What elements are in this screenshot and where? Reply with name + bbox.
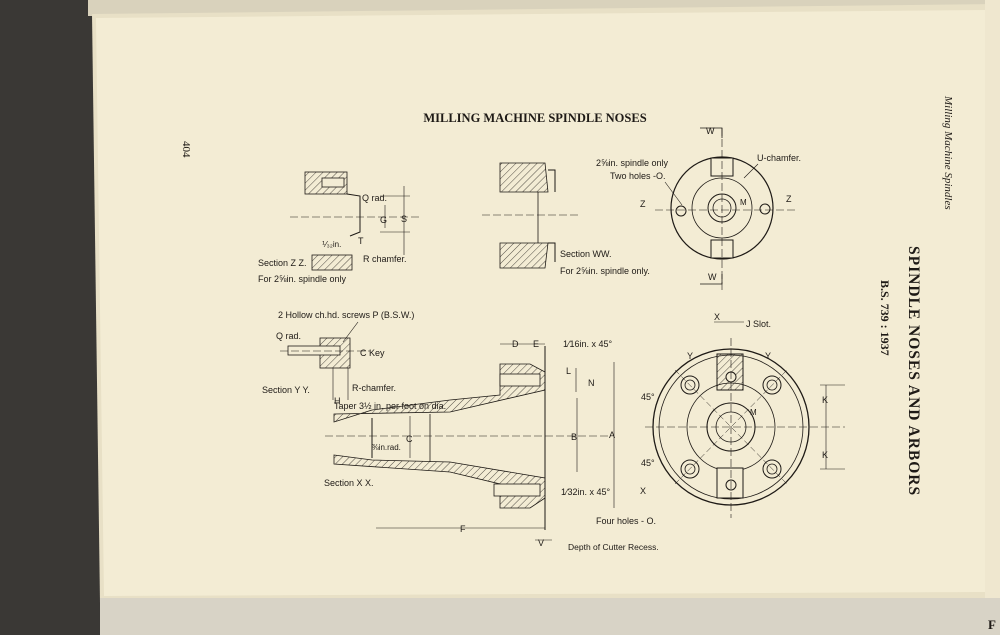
label-depth: Depth of Cutter Recess. xyxy=(568,542,659,552)
label-b: B xyxy=(571,432,577,442)
note-spindle: 2⅝in. spindle only xyxy=(596,158,669,168)
label-r-chamfer: R-chamfer. xyxy=(352,383,396,393)
section-xx-figure: Taper 3½ in. per foot on dia. ⅜in.rad. C… xyxy=(324,339,659,552)
lower-screw-hole xyxy=(493,483,541,497)
label-d: D xyxy=(512,339,519,349)
screw-hole xyxy=(321,177,345,188)
label-q-rad: Q rad. xyxy=(362,193,387,203)
label-45-lower: 45° xyxy=(641,458,655,468)
bolt-hole xyxy=(680,375,700,395)
caption-section-ww: Section WW. xyxy=(560,249,612,259)
screw xyxy=(287,345,341,356)
label-m: M xyxy=(740,198,747,207)
hatched-upper-body xyxy=(333,363,546,423)
section-ww-figure: Section WW. For 2⅝in. spindle only. xyxy=(482,162,650,276)
label-z-right: Z xyxy=(786,194,792,204)
bolt-hole-inner xyxy=(766,379,778,391)
hatched-base xyxy=(311,254,353,271)
bolt-hole-inner xyxy=(684,379,696,391)
standard-reference: B.S. 739 : 1937 xyxy=(878,280,892,356)
label-taper: Taper 3½ in. per foot on dia. xyxy=(334,401,446,411)
bolt-hole-inner xyxy=(766,463,778,475)
bolt-hole-inner xyxy=(684,463,696,475)
label-u-chamfer: U-chamfer. xyxy=(757,153,801,163)
section-zz-figure: Q rad. G S T ⅟₃₂in. R chamfer. Section Z… xyxy=(258,171,420,284)
label-small: ⅟₃₂in. xyxy=(322,240,341,249)
section-arrow xyxy=(700,127,723,138)
label-w-bottom: W xyxy=(708,272,717,282)
label-rad: ⅜in.rad. xyxy=(372,443,401,452)
caption-section-yy: Section Y Y. xyxy=(262,385,310,395)
note-holes: Two holes -O. xyxy=(610,171,666,181)
bolt-hole xyxy=(762,459,782,479)
slot-screw xyxy=(725,479,737,491)
caption-section-xx: Section X X. xyxy=(324,478,374,488)
profile-line xyxy=(346,193,361,237)
label-s: S xyxy=(401,214,407,224)
label-x-top: X xyxy=(714,312,720,322)
label-z-left: Z xyxy=(640,199,646,209)
label-c: C xyxy=(406,434,413,444)
hole-left xyxy=(675,205,687,217)
profile-line xyxy=(548,242,556,262)
end-view-bottom-figure: X J Slot. Y Y K K M 45° 45° X xyxy=(640,312,845,518)
label-v: V xyxy=(538,538,544,548)
label-k-upper: K xyxy=(822,395,828,405)
label-e: E xyxy=(533,339,539,349)
side-heading: SPINDLE NOSES AND ARBORS xyxy=(905,246,922,496)
label-f: F xyxy=(460,524,466,534)
end-view-top-figure: W W Z Z M 2⅝in. spindle only Two holes -… xyxy=(596,126,801,290)
label-a: A xyxy=(609,430,615,440)
note-section-zz: For 2⅝in. spindle only xyxy=(258,274,347,284)
label-y-left: Y xyxy=(687,351,693,361)
next-page-letter: F xyxy=(988,617,996,632)
profile-line xyxy=(548,169,556,192)
label-t: T xyxy=(358,236,364,246)
leader-line xyxy=(342,321,359,343)
note-section-ww: For 2⅝in. spindle only. xyxy=(560,266,650,276)
section-arrow xyxy=(700,274,723,285)
label-x-bottom: X xyxy=(640,486,646,496)
label-h: H xyxy=(334,396,341,406)
hole-right xyxy=(759,203,771,215)
label-chamfer-2: 1⁄32in. x 45° xyxy=(561,487,611,497)
label-screws: 2 Hollow ch.hd. screws P (B.S.W.) xyxy=(278,310,414,320)
hatched-lower xyxy=(499,242,549,269)
hatched-lower-body xyxy=(333,454,546,509)
bolt-hole xyxy=(762,375,782,395)
book-page xyxy=(96,10,985,596)
running-head: Milling Machine Spindles xyxy=(942,95,954,210)
label-n: N xyxy=(588,378,595,388)
label-45-upper: 45° xyxy=(641,392,655,402)
bolt-hole xyxy=(680,459,700,479)
binding-shadow xyxy=(0,0,105,635)
hatched-upper xyxy=(499,162,549,193)
next-page-edge xyxy=(985,0,1000,635)
leader-line xyxy=(743,163,759,179)
label-m: M xyxy=(750,408,757,417)
label-y-right: Y xyxy=(765,351,771,361)
label-j-slot: J Slot. xyxy=(746,319,771,329)
label-r-chamfer: R chamfer. xyxy=(363,254,407,264)
label-q-rad: Q rad. xyxy=(276,331,301,341)
label-l: L xyxy=(566,366,571,376)
bottom-slot xyxy=(716,467,744,499)
label-holes: Four holes - O. xyxy=(596,516,656,526)
lower-page-edge xyxy=(100,598,1000,635)
label-g: G xyxy=(380,215,387,225)
leader-line xyxy=(664,181,683,206)
page-number: 404 xyxy=(180,141,192,158)
section-yy-figure: 2 Hollow ch.hd. screws P (B.S.W.) Q rad.… xyxy=(262,310,414,406)
caption-section-zz: Section Z Z. xyxy=(258,258,307,268)
label-c-key: C Key xyxy=(360,348,385,358)
page-title: MILLING MACHINE SPINDLE NOSES xyxy=(423,111,646,125)
label-w-top: W xyxy=(706,126,715,136)
label-k-lower: K xyxy=(822,450,828,460)
label-chamfer-1: 1⁄16in. x 45° xyxy=(563,339,613,349)
upper-screw-hole xyxy=(499,373,541,387)
